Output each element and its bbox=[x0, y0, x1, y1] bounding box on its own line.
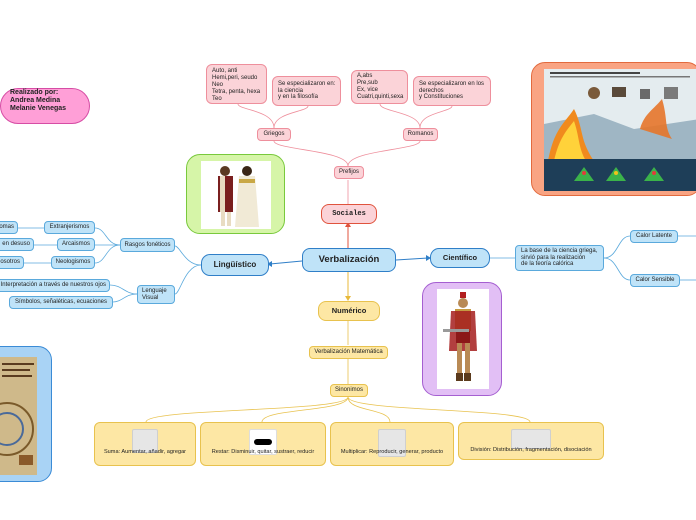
sinonimos-node[interactable]: Sinonimos bbox=[330, 384, 368, 397]
lenguaje-visual-node[interactable]: Lenguaje Visual bbox=[137, 285, 175, 304]
verbalizacion-matematica-node[interactable]: Verbalización Matemática bbox=[309, 346, 388, 359]
soldier-illustration-icon bbox=[443, 292, 477, 381]
author-name-2: Melanie Venegas bbox=[10, 105, 67, 113]
historical-book-image[interactable] bbox=[0, 346, 52, 482]
author-heading: Realizado por: bbox=[10, 89, 59, 96]
multiplicar-label: Multiplicar: Reproducir, generar, produc… bbox=[340, 449, 444, 455]
extranjerismos-node[interactable]: Extranjerismos bbox=[44, 221, 95, 234]
roman-soldier-image[interactable] bbox=[422, 282, 502, 396]
restar-label: Restar: Disminuir, quitar, sustraer, red… bbox=[211, 449, 315, 455]
author-name-1: Andrea Medina bbox=[10, 97, 61, 105]
romanos-specialty[interactable]: Se especializaron en los derechos y Cons… bbox=[413, 76, 491, 106]
griegos-specialty[interactable]: Se especializaron en: la ciencia y en la… bbox=[272, 76, 341, 106]
suma-card[interactable]: Suma: Aumentar, añadir, agregar bbox=[94, 422, 196, 466]
infographic-illustration-icon bbox=[544, 69, 696, 191]
image-placeholder-icon bbox=[511, 429, 551, 449]
suma-label: Suma: Aumentar, añadir, agregar bbox=[103, 449, 187, 455]
multiplicar-card[interactable]: Multiplicar: Reproducir, generar, produc… bbox=[330, 422, 454, 466]
interpretacion-node[interactable]: Interpretación a través de nuestros ojos bbox=[0, 279, 110, 292]
greek-couple-image[interactable] bbox=[186, 154, 285, 234]
linguistico-node[interactable]: Lingüístico bbox=[201, 254, 269, 276]
science-infographic-image[interactable] bbox=[531, 62, 696, 196]
griegos-prefix-list[interactable]: Auto, anti Hemi,peri, seudo Neo Tetra, p… bbox=[206, 64, 267, 104]
division-label: División: Distribución, fragmentación, d… bbox=[470, 447, 592, 453]
figures-illustration-icon bbox=[218, 166, 259, 227]
image-placeholder-icon bbox=[378, 429, 406, 457]
central-topic[interactable]: Verbalización bbox=[302, 248, 396, 272]
numerico-node[interactable]: Numérico bbox=[318, 301, 380, 321]
author-node[interactable]: Realizado por: Andrea Medina Melanie Ven… bbox=[0, 88, 90, 124]
romanos-prefix-list[interactable]: A,abs Pre,sub Ex, vice Cuatri,quinti,sex… bbox=[351, 70, 408, 104]
desuso-node[interactable]: en desuso bbox=[0, 238, 34, 251]
division-card[interactable]: División: Distribución, fragmentación, d… bbox=[458, 422, 604, 460]
nosotros-node[interactable]: nosotros bbox=[0, 256, 24, 269]
simbolos-node[interactable]: Símbolos, señaléticas, ecuaciones bbox=[9, 296, 113, 309]
cientifico-node[interactable]: Científico bbox=[430, 248, 490, 268]
romanos-node[interactable]: Romanos bbox=[403, 128, 438, 141]
prefijos-node[interactable]: Prefijos bbox=[334, 166, 364, 179]
neologismos-node[interactable]: Neologismos bbox=[51, 256, 95, 269]
calor-latente-node[interactable]: Calor Latente bbox=[630, 230, 678, 243]
griegos-node[interactable]: Griegos bbox=[257, 128, 291, 141]
image-placeholder-icon bbox=[132, 429, 158, 453]
minus-icon bbox=[249, 429, 277, 455]
manuscript-illustration-icon bbox=[0, 357, 37, 475]
idiomas-node[interactable]: idiomas bbox=[0, 221, 18, 234]
restar-card[interactable]: Restar: Disminuir, quitar, sustraer, red… bbox=[200, 422, 326, 466]
arcaismos-node[interactable]: Arcaismos bbox=[57, 238, 95, 251]
ciencia-griega-node[interactable]: La base de la ciencia griega, sirvió par… bbox=[515, 245, 604, 271]
sociales-node[interactable]: Sociales bbox=[321, 204, 377, 224]
rasgos-foneticos-node[interactable]: Rasgos fonéticos bbox=[120, 238, 175, 252]
calor-sensible-node[interactable]: Calor Sensible bbox=[630, 274, 680, 287]
